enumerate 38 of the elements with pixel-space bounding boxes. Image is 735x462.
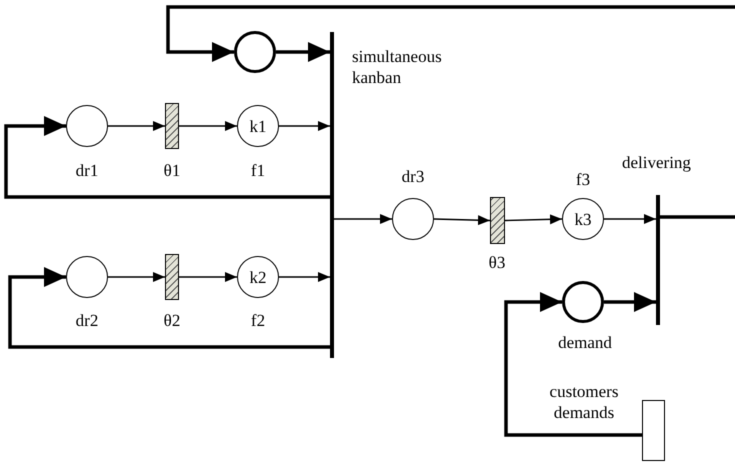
- source-box: [642, 400, 665, 461]
- arrow: [179, 272, 237, 282]
- arrow: [179, 121, 237, 131]
- node-label: f3: [574, 169, 592, 190]
- node-label: customers demands: [548, 381, 620, 423]
- arrow: [276, 42, 330, 62]
- node-label: simultaneous kanban: [352, 46, 443, 88]
- transition-bar: [330, 32, 334, 358]
- arrow: [504, 214, 562, 224]
- arrow: [434, 215, 490, 226]
- place-text: k3: [574, 210, 592, 228]
- arrow: [504, 292, 642, 437]
- node-label: θ2: [162, 310, 182, 331]
- node-label: delivering: [622, 152, 692, 173]
- arrow: [604, 214, 656, 224]
- arrow: [279, 121, 330, 131]
- node-label: θ1: [162, 160, 182, 181]
- arrow: [4, 116, 330, 199]
- arrow: [166, 5, 735, 62]
- arrow: [8, 267, 330, 349]
- node-label: θ3: [488, 252, 506, 273]
- transition-bar: [656, 195, 660, 325]
- node-label: dr2: [74, 310, 100, 331]
- place-text: k1: [250, 118, 266, 134]
- timed-transition-box: [490, 197, 505, 244]
- arrow: [108, 272, 165, 282]
- arrow: [108, 121, 165, 131]
- timed-transition-box: [165, 103, 179, 149]
- node-label: f2: [250, 310, 266, 331]
- arrow: [279, 272, 330, 282]
- place-text: k2: [250, 268, 266, 286]
- arrow: [334, 214, 392, 224]
- node-label: demand: [557, 332, 613, 353]
- node-label: dr1: [74, 160, 100, 181]
- timed-transition-box: [165, 254, 179, 300]
- node-label: dr3: [400, 166, 426, 187]
- node-label: f1: [250, 160, 266, 181]
- arrow: [604, 292, 656, 312]
